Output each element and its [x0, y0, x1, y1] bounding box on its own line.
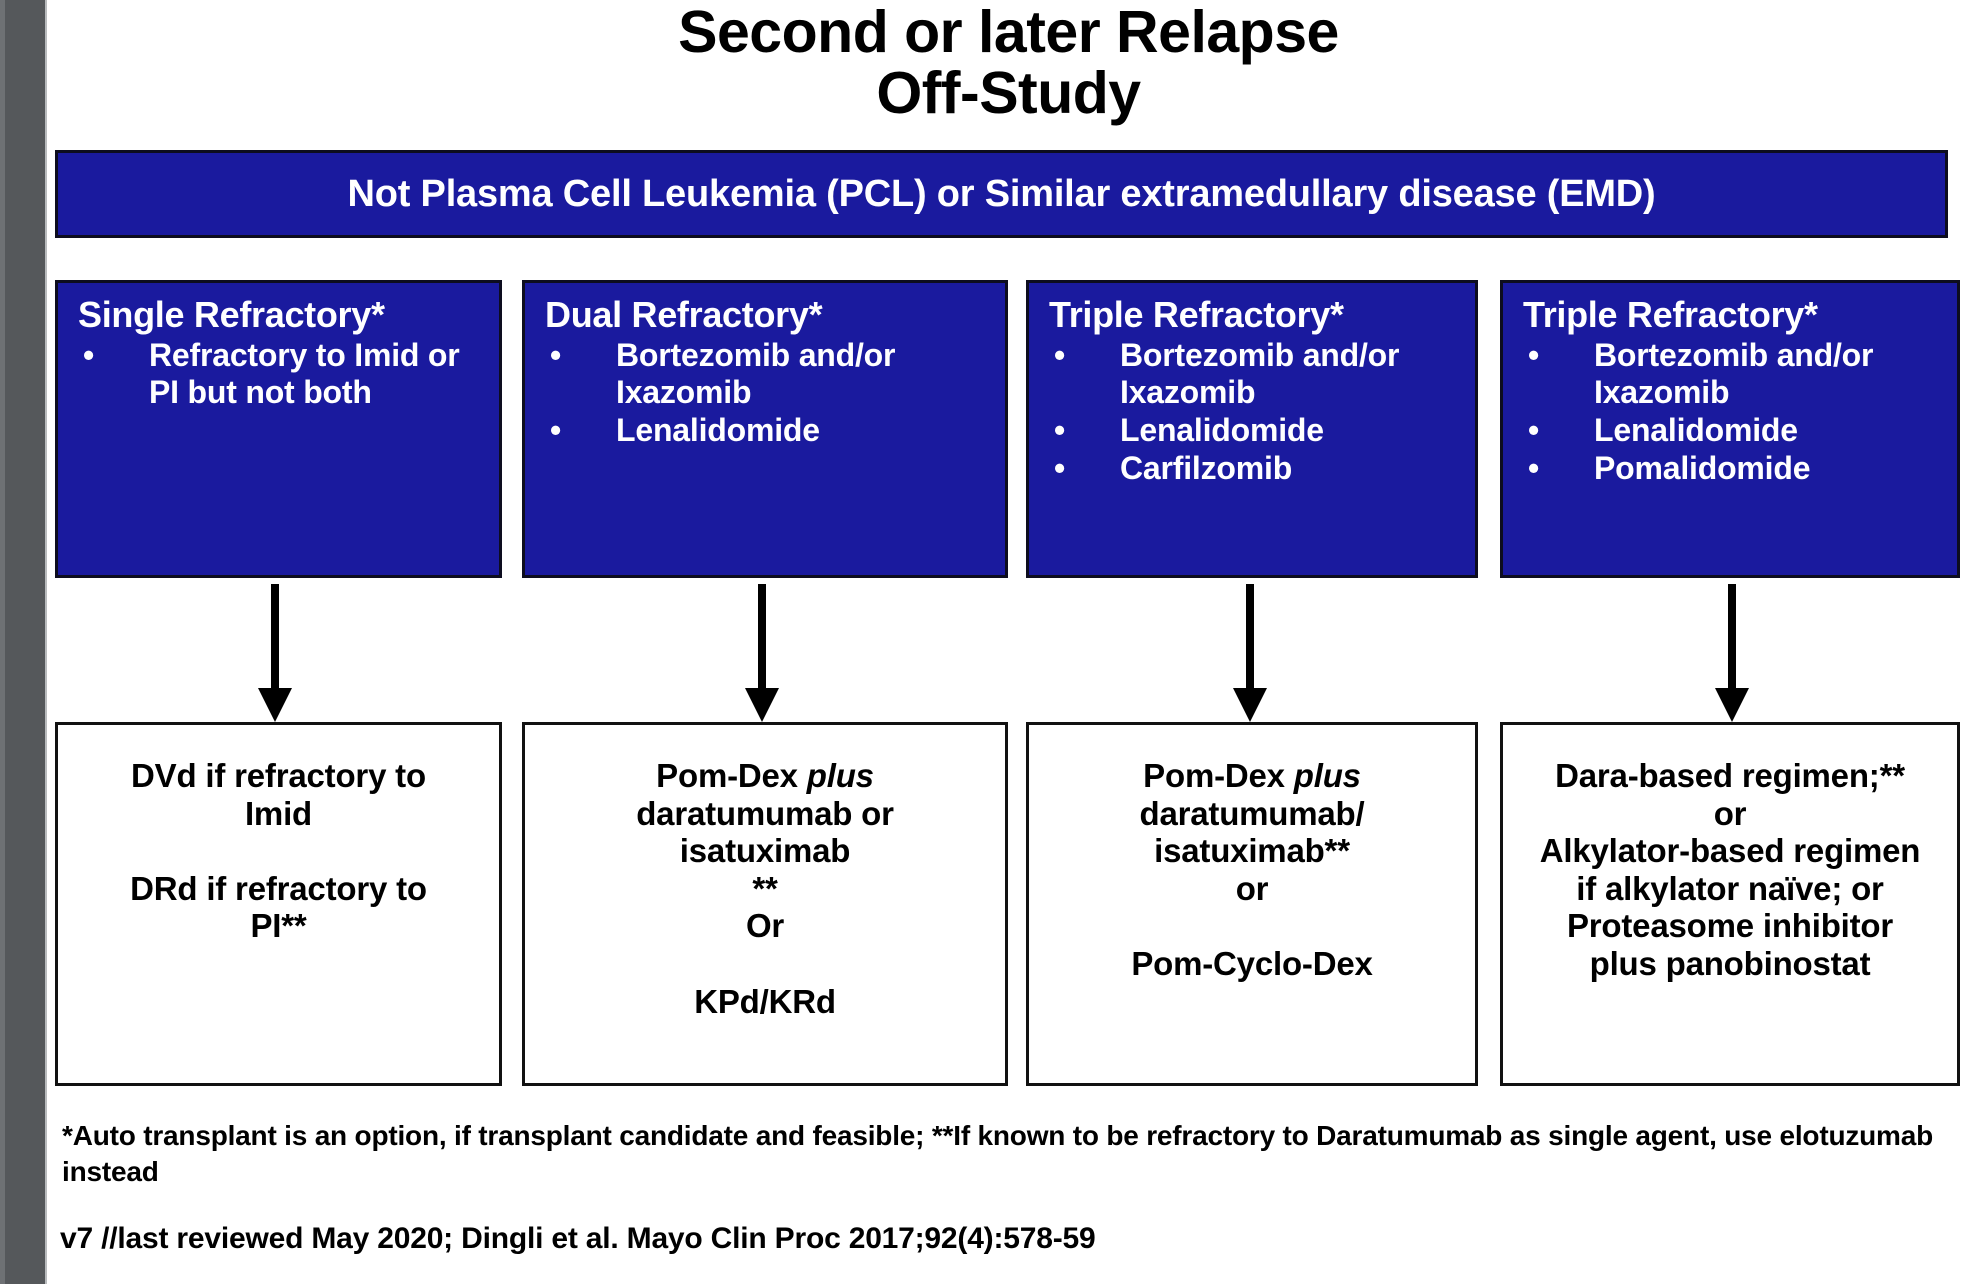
flow-arrow-3: [1233, 584, 1267, 722]
bullet-icon: •: [1528, 411, 1540, 448]
arrow-shaft: [1246, 584, 1254, 692]
criteria-box-dual-refractory[interactable]: Dual Refractory* • Bortezomib and/or Ixa…: [522, 280, 1008, 578]
criteria-list: • Bortezomib and/or Ixazomib • Lenalidom…: [1515, 337, 1947, 487]
arrow-shaft: [271, 584, 279, 692]
criteria-item-label: Bortezomib and/or Ixazomib: [1120, 336, 1400, 410]
treatment-text-post: daratumumab or isatuximab ** Or KPd/KRd: [636, 794, 894, 1020]
flow-arrow-1: [258, 584, 292, 722]
criteria-box-triple-refractory-carfilzomib[interactable]: Triple Refractory* • Bortezomib and/or I…: [1026, 280, 1478, 578]
criteria-list-item: • Lenalidomide: [537, 412, 995, 449]
criteria-item-label: Bortezomib and/or Ixazomib: [1594, 336, 1874, 410]
gutter-highlight: [0, 0, 5, 1284]
criteria-list-item: • Bortezomib and/or Ixazomib: [537, 337, 995, 411]
criteria-title: Dual Refractory*: [545, 294, 823, 335]
arrow-head-icon: [1233, 688, 1267, 722]
treatment-box-single-refractory[interactable]: DVd if refractory to Imid DRd if refract…: [55, 722, 502, 1086]
version-citation-text: v7 //last reviewed May 2020; Dingli et a…: [60, 1222, 1096, 1255]
treatment-text-post: daratumumab/ isatuximab** or Pom-Cyclo-D…: [1131, 794, 1373, 983]
treatment-box-triple-refractory-pomalidomide[interactable]: Dara-based regimen;** or Alkylator-based…: [1500, 722, 1960, 1086]
banner-label: Not Plasma Cell Leukemia (PCL) or Simila…: [347, 172, 1656, 215]
criteria-item-label: Lenalidomide: [1120, 411, 1324, 448]
criteria-title: Triple Refractory*: [1049, 294, 1344, 335]
bullet-icon: •: [550, 336, 562, 373]
criteria-box-triple-refractory-pomalidomide[interactable]: Triple Refractory* • Bortezomib and/or I…: [1500, 280, 1960, 578]
bullet-icon: •: [550, 411, 562, 448]
bullet-icon: •: [1054, 449, 1066, 486]
arrow-head-icon: [745, 688, 779, 722]
treatment-text: Pom-Dex plus daratumumab or isatuximab *…: [565, 757, 965, 1020]
criteria-list: • Bortezomib and/or Ixazomib • Lenalidom…: [537, 337, 995, 449]
criteria-list-item: • Carfilzomib: [1041, 450, 1465, 487]
arrow-head-icon: [258, 688, 292, 722]
treatment-text-emphasis: plus: [1293, 757, 1361, 794]
criteria-box-single-refractory[interactable]: Single Refractory* • Refractory to Imid …: [55, 280, 502, 578]
bullet-icon: •: [83, 336, 95, 373]
criteria-item-label: Bortezomib and/or Ixazomib: [616, 336, 896, 410]
criteria-list-item: • Bortezomib and/or Ixazomib: [1041, 337, 1465, 411]
criteria-item-label: Lenalidomide: [616, 411, 820, 448]
criteria-list: • Bortezomib and/or Ixazomib • Lenalidom…: [1041, 337, 1465, 487]
criteria-item-label: Refractory to Imid or PI but not both: [149, 336, 460, 410]
banner-not-pcl-emd: Not Plasma Cell Leukemia (PCL) or Simila…: [55, 150, 1948, 238]
criteria-list-item: • Pomalidomide: [1515, 450, 1947, 487]
criteria-list-item: • Bortezomib and/or Ixazomib: [1515, 337, 1947, 411]
criteria-list-item: • Refractory to Imid or PI but not both: [70, 337, 489, 411]
bullet-icon: •: [1054, 411, 1066, 448]
treatment-text: DVd if refractory to Imid DRd if refract…: [130, 757, 427, 945]
treatment-text-pre: Pom-Dex: [1143, 757, 1294, 794]
left-gutter-strip: [0, 0, 47, 1284]
criteria-item-label: Pomalidomide: [1594, 449, 1811, 486]
treatment-box-dual-refractory[interactable]: Pom-Dex plus daratumumab or isatuximab *…: [522, 722, 1008, 1086]
flow-arrow-4: [1715, 584, 1749, 722]
bullet-icon: •: [1054, 336, 1066, 373]
arrow-shaft: [758, 584, 766, 692]
bullet-icon: •: [1528, 336, 1540, 373]
flow-arrow-2: [745, 584, 779, 722]
treatment-text-emphasis: plus: [806, 757, 874, 794]
criteria-item-label: Carfilzomib: [1120, 449, 1293, 486]
footnote-text: *Auto transplant is an option, if transp…: [62, 1120, 1934, 1188]
treatment-box-triple-refractory-carfilzomib[interactable]: Pom-Dex plus daratumumab/ isatuximab** o…: [1026, 722, 1478, 1086]
criteria-title: Triple Refractory*: [1523, 294, 1818, 335]
criteria-list: • Refractory to Imid or PI but not both: [70, 337, 489, 411]
arrow-shaft: [1728, 584, 1736, 692]
bullet-icon: •: [1528, 449, 1540, 486]
criteria-list-item: • Lenalidomide: [1041, 412, 1465, 449]
criteria-list-item: • Lenalidomide: [1515, 412, 1947, 449]
treatment-text-pre: Pom-Dex: [656, 757, 807, 794]
criteria-item-label: Lenalidomide: [1594, 411, 1798, 448]
arrow-head-icon: [1715, 688, 1749, 722]
treatment-text: Pom-Dex plus daratumumab/ isatuximab** o…: [1072, 757, 1432, 983]
treatment-text: Dara-based regimen;** or Alkylator-based…: [1539, 757, 1921, 983]
page-title: Second or later Relapse Off-Study: [678, 0, 1339, 127]
criteria-title: Single Refractory*: [78, 294, 385, 335]
